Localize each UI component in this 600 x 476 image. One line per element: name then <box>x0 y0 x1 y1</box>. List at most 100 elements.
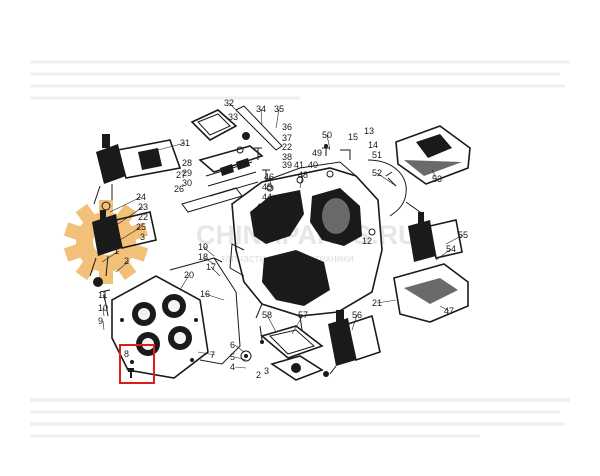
part-label-37: 37 <box>282 133 292 143</box>
part-label-53: 53 <box>432 174 442 184</box>
highlight-box <box>119 344 155 384</box>
leader-line-6 <box>234 344 245 353</box>
leader-line-21 <box>376 299 397 304</box>
leader-line-2 <box>115 260 130 273</box>
part-label-38: 38 <box>282 152 292 162</box>
part-label-16: 16 <box>200 289 210 299</box>
leader-line-46 <box>268 176 273 189</box>
leader-line-25 <box>119 226 142 241</box>
leader-line-48 <box>299 174 304 189</box>
leader-line-17 <box>210 266 221 277</box>
watermark-brand: CHINAPARTS.RU <box>196 220 418 250</box>
leader-line-9 <box>102 320 105 331</box>
part-label-36: 36 <box>282 122 292 132</box>
leader-line-52 <box>376 172 397 187</box>
bottom-cover-plate <box>240 325 324 381</box>
part-label-12: 12 <box>362 236 372 246</box>
leader-line-58 <box>266 314 277 333</box>
part-label-1: 1 <box>114 246 119 256</box>
leader-line-19 <box>202 246 215 257</box>
leader-line-16 <box>204 293 225 301</box>
leader-line-50 <box>326 134 331 151</box>
leader-line-10 <box>102 307 105 317</box>
part-label-14: 14 <box>368 140 378 150</box>
leader-line-35 <box>275 108 280 129</box>
part-label-3b: 3 <box>264 366 269 376</box>
part-label-52: 52 <box>372 168 382 178</box>
part-label-22a: 22 <box>282 142 292 152</box>
part-label-13: 13 <box>364 126 374 136</box>
part-label-24: 24 <box>136 192 146 202</box>
shift-rods-block <box>181 145 264 213</box>
part-label-9: 9 <box>98 316 103 326</box>
part-label-45: 45 <box>262 182 272 192</box>
highlight-label: 8 <box>124 349 129 359</box>
part-label-2b: 2 <box>256 370 261 380</box>
part-label-29: 29 <box>182 168 192 178</box>
leader-line-56 <box>351 314 358 331</box>
right-oil-sump <box>393 212 469 323</box>
part-label-41: 41 <box>294 160 304 170</box>
part-label-17: 17 <box>206 262 216 272</box>
part-label-48: 48 <box>298 170 308 180</box>
part-label-3: 3 <box>140 232 145 242</box>
part-label-55: 55 <box>458 230 468 240</box>
part-label-23: 23 <box>138 202 148 212</box>
part-label-34: 34 <box>256 104 266 114</box>
part-label-25: 25 <box>136 222 146 232</box>
part-label-2: 2 <box>124 256 129 266</box>
part-label-31: 31 <box>180 138 190 148</box>
leader-line-23 <box>117 206 144 225</box>
highlighted-part-8 <box>128 368 134 378</box>
front-cover-plate <box>111 275 209 379</box>
small-fasteners <box>99 144 397 344</box>
leader-line-11 <box>102 294 107 305</box>
top-cover-plate <box>190 105 283 154</box>
part-label-10: 10 <box>98 303 108 313</box>
middle-left-pump <box>89 210 157 287</box>
leader-line-18 <box>202 256 215 265</box>
leader-line-4 <box>234 366 247 369</box>
part-label-15: 15 <box>348 132 358 142</box>
leader-line-47 <box>439 305 450 312</box>
leader-line-57 <box>291 314 304 335</box>
part-label-42: 42 <box>256 212 266 222</box>
part-label-20: 20 <box>184 270 194 280</box>
gasket-outline <box>169 257 241 365</box>
part-label-18: 18 <box>198 252 208 262</box>
part-label-22b: 22 <box>138 212 148 222</box>
part-label-27: 27 <box>176 170 186 180</box>
faint-background-text <box>30 60 570 438</box>
leader-line-31 <box>149 142 186 153</box>
part-label-30: 30 <box>182 178 192 188</box>
part-label-32: 32 <box>224 98 234 108</box>
part-label-49: 49 <box>312 148 322 158</box>
part-label-44: 44 <box>262 192 272 202</box>
part-label-46: 46 <box>264 172 274 182</box>
part-label-51: 51 <box>372 150 382 160</box>
part-label-56: 56 <box>352 310 362 320</box>
oil-line <box>367 159 421 217</box>
leader-line-54 <box>435 248 452 261</box>
leader-line-7 <box>197 351 216 356</box>
part-label-5: 5 <box>230 352 235 362</box>
top-right-cover <box>395 125 471 185</box>
part-label-54: 54 <box>446 244 456 254</box>
upper-left-pump <box>93 134 182 211</box>
part-label-43: 43 <box>256 202 266 212</box>
part-label-35: 35 <box>274 104 284 114</box>
part-label-21: 21 <box>372 298 382 308</box>
part-label-28: 28 <box>182 158 192 168</box>
leader-line-53 <box>431 169 438 180</box>
part-label-57: 57 <box>298 310 308 320</box>
part-label-33: 33 <box>228 112 238 122</box>
leader-line-24 <box>109 196 142 213</box>
lower-center-pump <box>323 310 381 377</box>
leader-line-20 <box>179 274 190 291</box>
leader-line-55 <box>445 234 464 245</box>
part-label-39: 39 <box>282 160 292 170</box>
leader-line-1 <box>101 250 120 263</box>
leader-line-34 <box>260 108 263 125</box>
